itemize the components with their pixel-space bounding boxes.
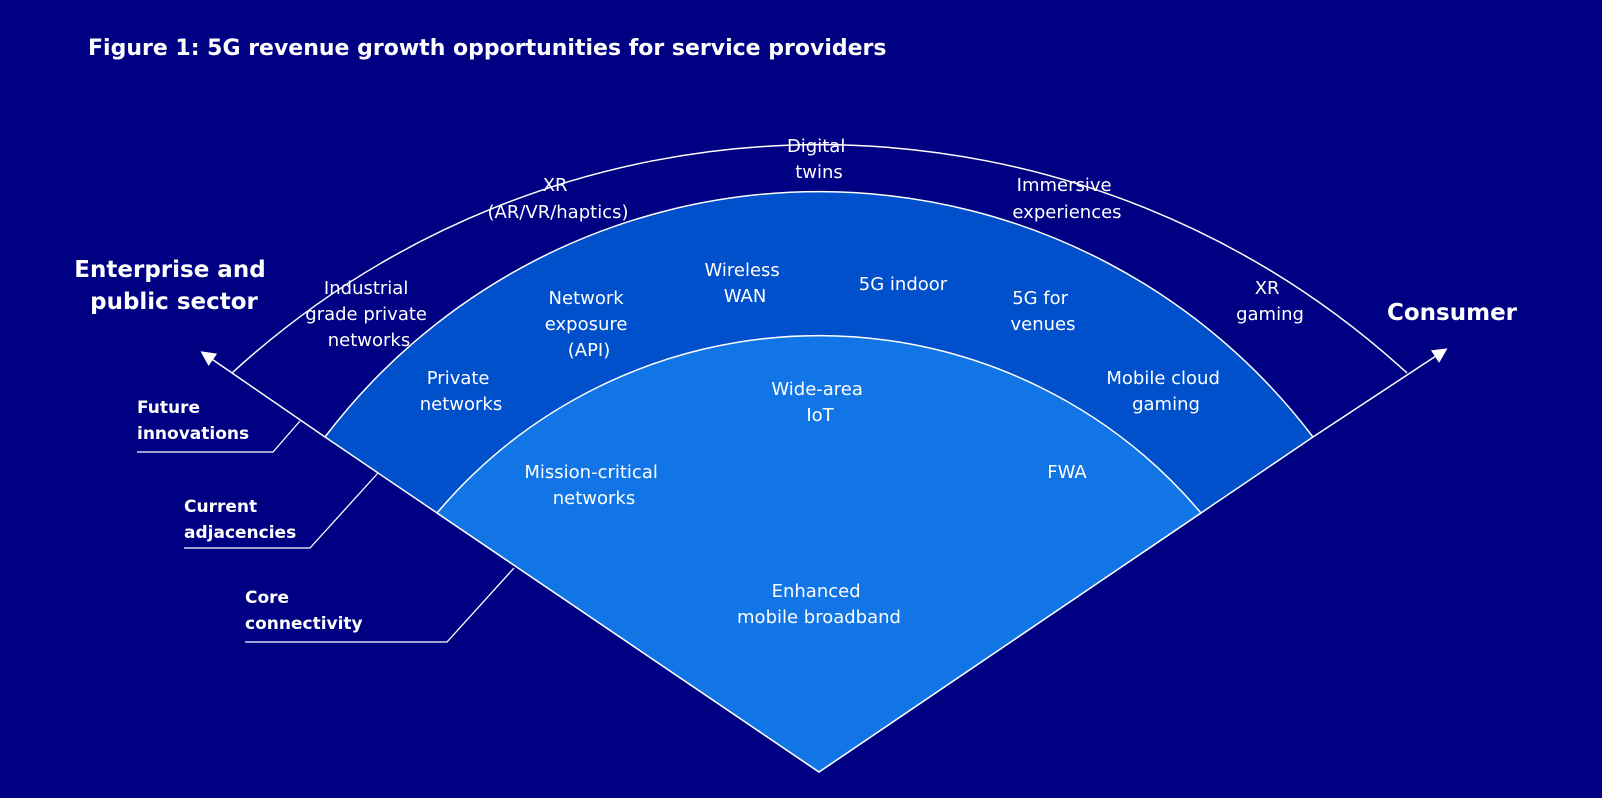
network-exposure-label: Network exposure (API) [545,288,633,361]
mobile-cloud-gaming-label: Mobile cloud gaming [1106,368,1225,415]
mission-critical-networks-label: Mission-critical networks [524,462,663,509]
wide-area-iot-label: Wide-area IoT [771,379,868,426]
right-arrow [1312,348,1448,438]
core-connectivity-label: Core connectivity [245,588,363,634]
xr-gaming-label: XR gaming [1236,278,1304,325]
5g-indoor-label: 5G indoor [859,274,948,295]
left-arrow [200,351,326,438]
core-connectivity-leader [245,567,515,643]
enhanced-mobile-broadband-label: Enhanced mobile broadband [737,581,901,628]
current-adjacencies-leader [184,472,379,549]
future-innovations-leader [137,420,301,453]
5g-venues-label: 5G for venues [1011,288,1076,335]
consumer-label: Consumer [1387,300,1518,326]
current-adjacencies-label: Current adjacencies [184,497,296,543]
enterprise-label: Enterprise and public sector [74,257,273,315]
immersive-experiences-label: Immersive experiences [1012,175,1121,223]
fwa-label: FWA [1047,462,1087,483]
private-networks-label: Private networks [420,368,502,415]
digital-twins-label: Digital twins [787,136,851,183]
future-innovations-label: Future innovations [137,398,249,444]
wireless-wan-label: Wireless WAN [704,260,785,307]
xr-ar-vr-label: XR (AR/VR/haptics) [487,175,628,223]
industrial-private-networks-label: Industrial grade private networks [305,278,432,351]
outer-ring-arc [231,144,1408,374]
inner-ring-sector [435,334,1203,773]
figure-title: Figure 1: 5G revenue growth opportunitie… [88,36,886,61]
